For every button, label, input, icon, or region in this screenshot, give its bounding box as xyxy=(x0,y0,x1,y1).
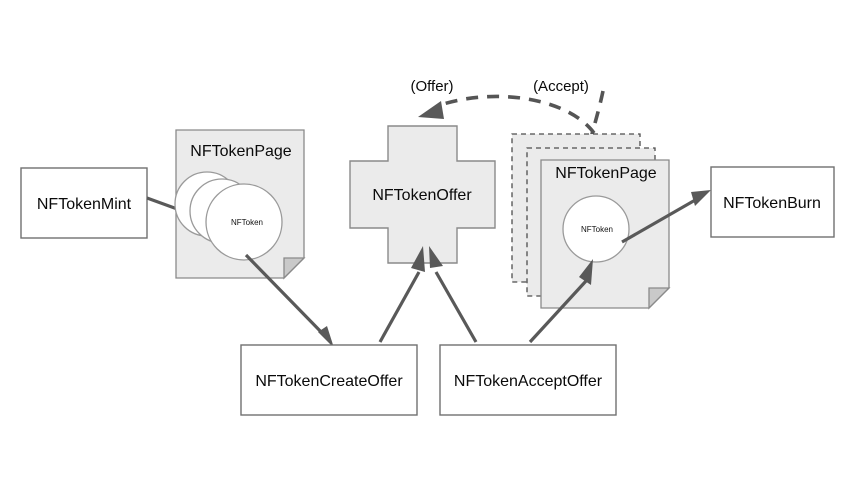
nftokenmint-label: NFTokenMint xyxy=(37,196,132,213)
nftokenburn-label: NFTokenBurn xyxy=(723,195,821,212)
nftoken-left-label: NFToken xyxy=(231,218,263,227)
edge-page-to-burn xyxy=(621,190,711,244)
edge-acceptoffer-to-offer xyxy=(429,246,478,343)
nftoken-right-label: NFToken xyxy=(581,225,613,234)
node-nftokenpage-right[interactable]: NFTokenPage NFTokenPage NFTokenPage NFTo… xyxy=(511,133,671,310)
nftokenpage-left-label: NFTokenPage xyxy=(190,143,291,160)
nftokenoffer-label: NFTokenOffer xyxy=(372,187,472,204)
node-nftokencreateoffer[interactable]: NFTokenCreateOffer xyxy=(240,344,418,416)
nftokencreateoffer-label: NFTokenCreateOffer xyxy=(255,373,403,390)
edge-offer-dashed xyxy=(418,94,596,135)
nftoken-circle-front xyxy=(205,183,283,261)
nftokenacceptoffer-label: NFTokenAcceptOffer xyxy=(454,373,603,390)
edge-page-to-createoffer xyxy=(244,253,334,348)
edge-label-offer: (Offer) xyxy=(410,78,453,95)
edge-label-accept: (Accept) xyxy=(533,78,589,95)
nftokenpage-right-label: NFTokenPage xyxy=(555,165,656,182)
node-nftokenmint[interactable]: NFTokenMint xyxy=(20,167,148,239)
node-nftokenpage-left[interactable]: NFTokenPage NFToken xyxy=(174,129,306,280)
node-nftokenacceptoffer[interactable]: NFTokenAcceptOffer xyxy=(439,344,617,416)
edge-acceptoffer-to-page xyxy=(528,259,593,344)
edge-createoffer-to-offer xyxy=(378,246,425,343)
nftoken-circle-right xyxy=(562,195,630,263)
node-nftokenoffer[interactable]: NFTokenOffer xyxy=(349,125,496,264)
node-nftokenburn[interactable]: NFTokenBurn xyxy=(710,166,835,238)
